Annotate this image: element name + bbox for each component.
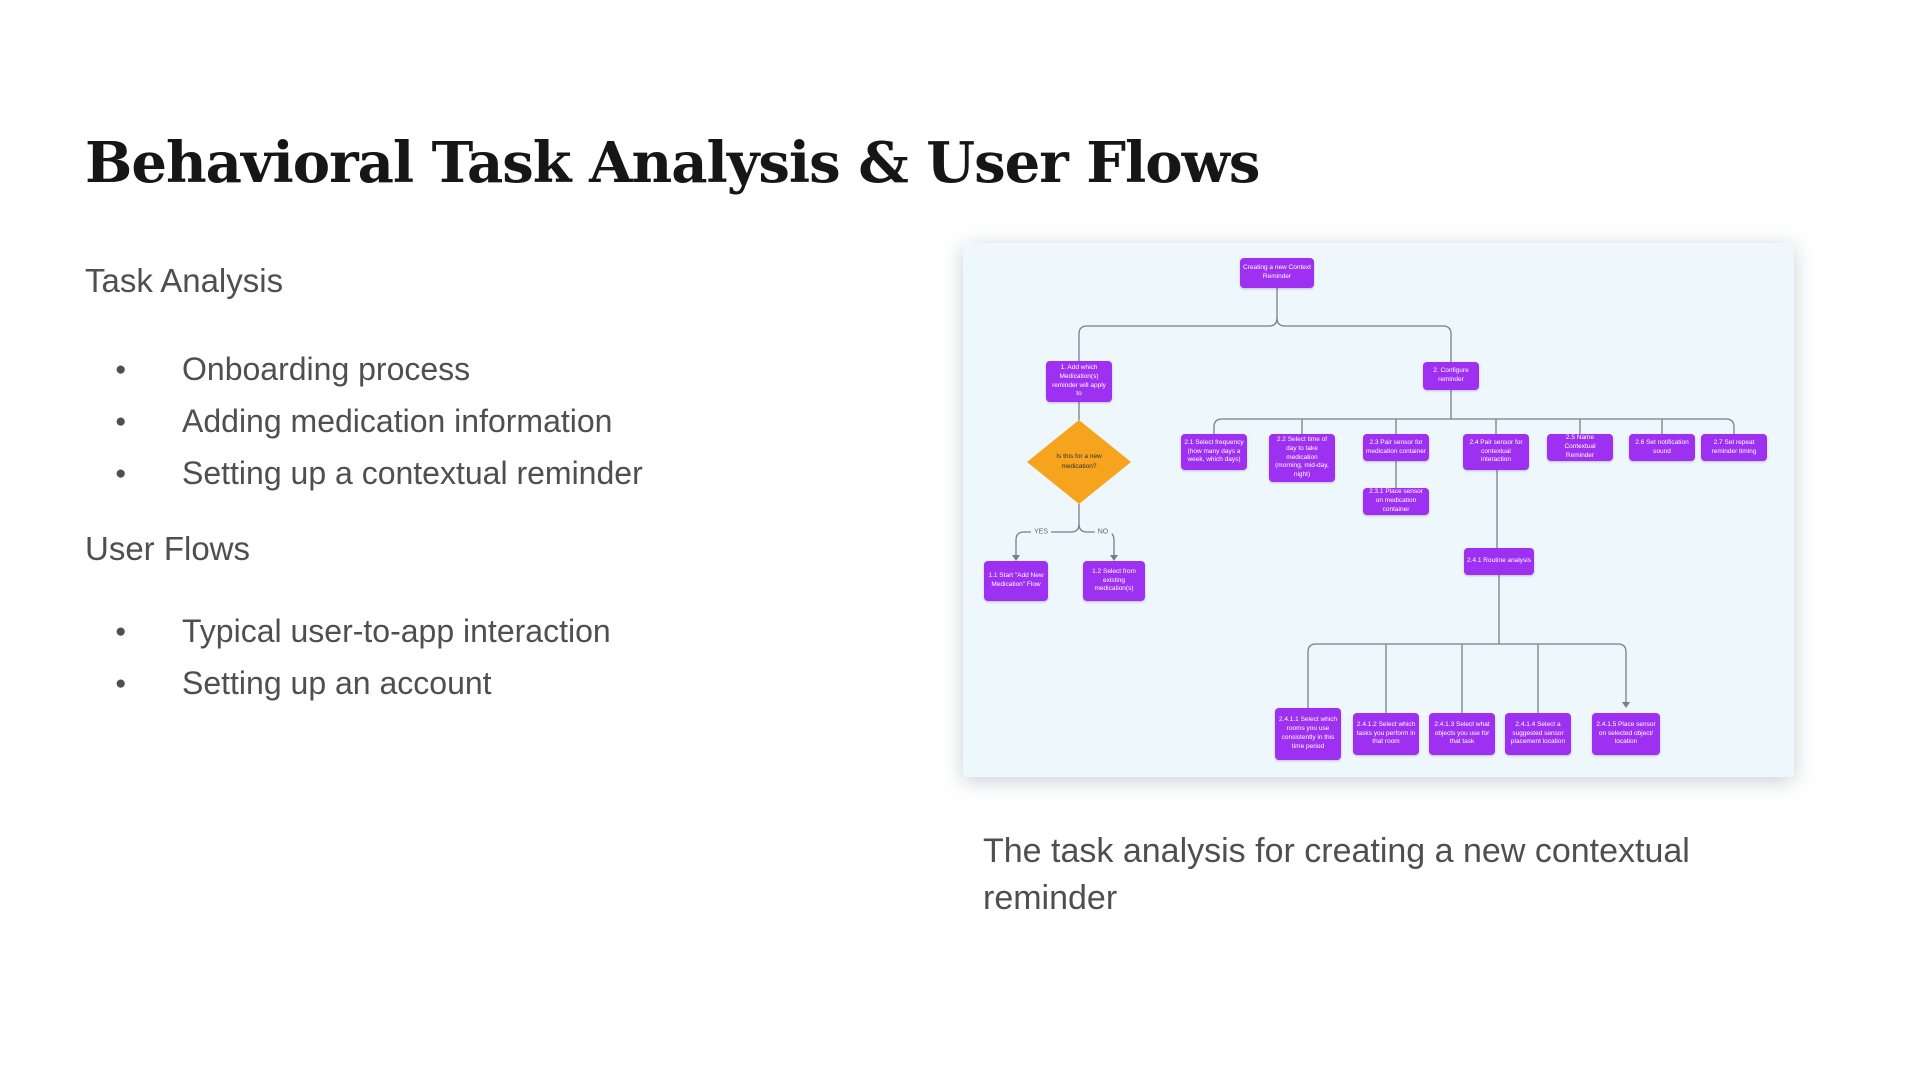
list-item: ● Typical user-to-app interaction — [85, 605, 611, 657]
flow-node-1-2-select-existing: 1.2 Select from existing medication(s) — [1083, 561, 1145, 601]
user-flows-list: ● Typical user-to-app interaction ● Settin… — [85, 605, 611, 709]
flow-node-1-1-start-add-new: 1.1 Start "Add New Medication" Flow — [984, 561, 1048, 601]
flow-node-2-4-pair-sensor-contextual: 2.4 Pair sensor for contextual interacti… — [1463, 434, 1529, 470]
flow-node-2-4-1-routine-analysis: 2.4.1 Routine analysis — [1464, 548, 1534, 575]
section-heading-user-flows: User Flows — [85, 530, 251, 567]
flow-node-2-4-1-3-select-objects: 2.4.1.3 Select what objects you use for … — [1429, 713, 1495, 755]
list-item-label: Typical user-to-app interaction — [182, 612, 611, 649]
flow-node-2-7-repeat-timing: 2.7 Set repeat reminder timing — [1701, 434, 1767, 461]
list-item: ● Adding medication information — [85, 395, 643, 447]
flow-node-2-4-1-2-select-tasks: 2.4.1.2 Select which tasks you perform i… — [1353, 713, 1419, 755]
flow-node-2-4-1-1-select-rooms: 2.4.1.1 Select which rooms you use consi… — [1275, 708, 1341, 760]
flowchart-image: Creating a new Context Reminder 1. Add w… — [963, 243, 1794, 777]
bullet-icon: ● — [115, 672, 127, 694]
flow-node-1-add-medication: 1. Add which Medication(s) reminder will… — [1046, 361, 1112, 402]
list-item-label: Adding medication information — [182, 402, 613, 439]
bullet-icon: ● — [115, 410, 127, 432]
image-caption: The task analysis for creating a new con… — [983, 832, 1690, 917]
flow-node-2-3-1-place-sensor: 2.3.1 Place sensor on medication contain… — [1363, 488, 1429, 515]
edge-label-no: NO — [1094, 528, 1112, 536]
flow-node-2-5-name-reminder: 2.5 Name Contextual Reminder — [1547, 434, 1613, 461]
flow-node-root: Creating a new Context Reminder — [1240, 258, 1314, 288]
list-item-label: Onboarding process — [182, 350, 471, 387]
bullet-icon: ● — [115, 620, 127, 642]
flow-node-2-2-select-time: 2.2 Select time of day to take medicatio… — [1269, 434, 1335, 482]
edge-label-yes: YES — [1030, 528, 1052, 536]
flow-node-2-4-1-4-sensor-placement: 2.4.1.4 Select a suggested sensor placem… — [1505, 713, 1571, 755]
flow-node-2-3-pair-sensor-medication: 2.3 Pair sensor for medication container — [1363, 434, 1429, 461]
bullet-icon: ● — [115, 358, 127, 380]
list-item: ● Onboarding process — [85, 343, 643, 395]
flow-node-2-4-1-5-place-sensor: 2.4.1.5 Place sensor on selected object/… — [1592, 713, 1660, 755]
bullet-icon: ● — [115, 462, 127, 484]
list-item-label: Setting up an account — [182, 664, 492, 701]
flow-node-2-1-select-frequency: 2.1 Select frequency (how many days a we… — [1181, 434, 1247, 470]
page-title: Behavioral Task Analysis & User Flows — [85, 129, 1260, 196]
flow-node-2-configure: 2. Configure reminder — [1423, 362, 1479, 390]
flow-node-2-6-notification-sound: 2.6 Set notification sound — [1629, 434, 1695, 461]
task-analysis-list: ● Onboarding process ● Adding medication i… — [85, 343, 643, 499]
decision-label: Is this for a new medication? — [1056, 453, 1102, 470]
list-item: ● Setting up an account — [85, 657, 611, 709]
list-item: ● Setting up a contextual reminder — [85, 447, 643, 499]
flowchart-connectors — [1012, 288, 1735, 713]
list-item-label: Setting up a contextual reminder — [182, 454, 643, 491]
section-heading-task-analysis: Task Analysis — [85, 262, 284, 299]
